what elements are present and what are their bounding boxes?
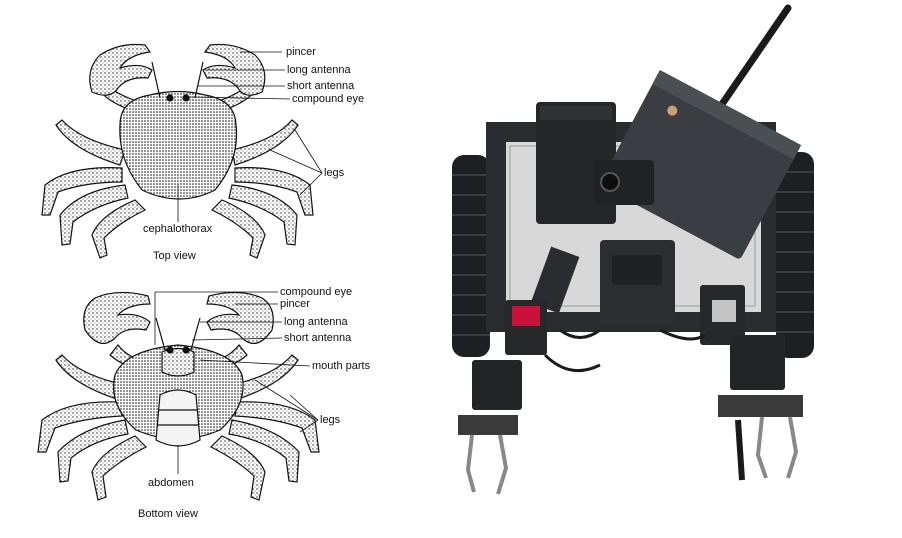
label-top-pincer: pincer [286,46,316,58]
label-top-cephalothorax: cephalothorax [143,223,213,235]
label-bottom-short-antenna: short antenna [284,332,352,344]
label-bottom-long-antenna: long antenna [284,316,348,328]
label-top-long-antenna: long antenna [287,64,351,76]
crab-top-view [41,43,314,259]
bottom-view-leader-lines [154,291,319,474]
label-bottom-compound-eye: compound eye [280,286,353,298]
label-bottom-pincer: pincer [280,298,310,310]
top-view-leader-lines [177,51,323,222]
caption-bottom-view: Bottom view [138,508,198,520]
label-bottom-abdomen: abdomen [148,477,194,489]
label-bottom-legs: legs [320,414,341,426]
crab-bottom-view [37,291,320,501]
label-top-short-antenna: short antenna [287,80,355,92]
label-top-legs: legs [324,167,345,179]
robot-tank-photo [452,4,814,495]
label-bottom-mouth-parts: mouth parts [312,360,371,372]
caption-top-view: Top view [153,250,196,262]
label-top-compound-eye: compound eye [292,93,365,105]
